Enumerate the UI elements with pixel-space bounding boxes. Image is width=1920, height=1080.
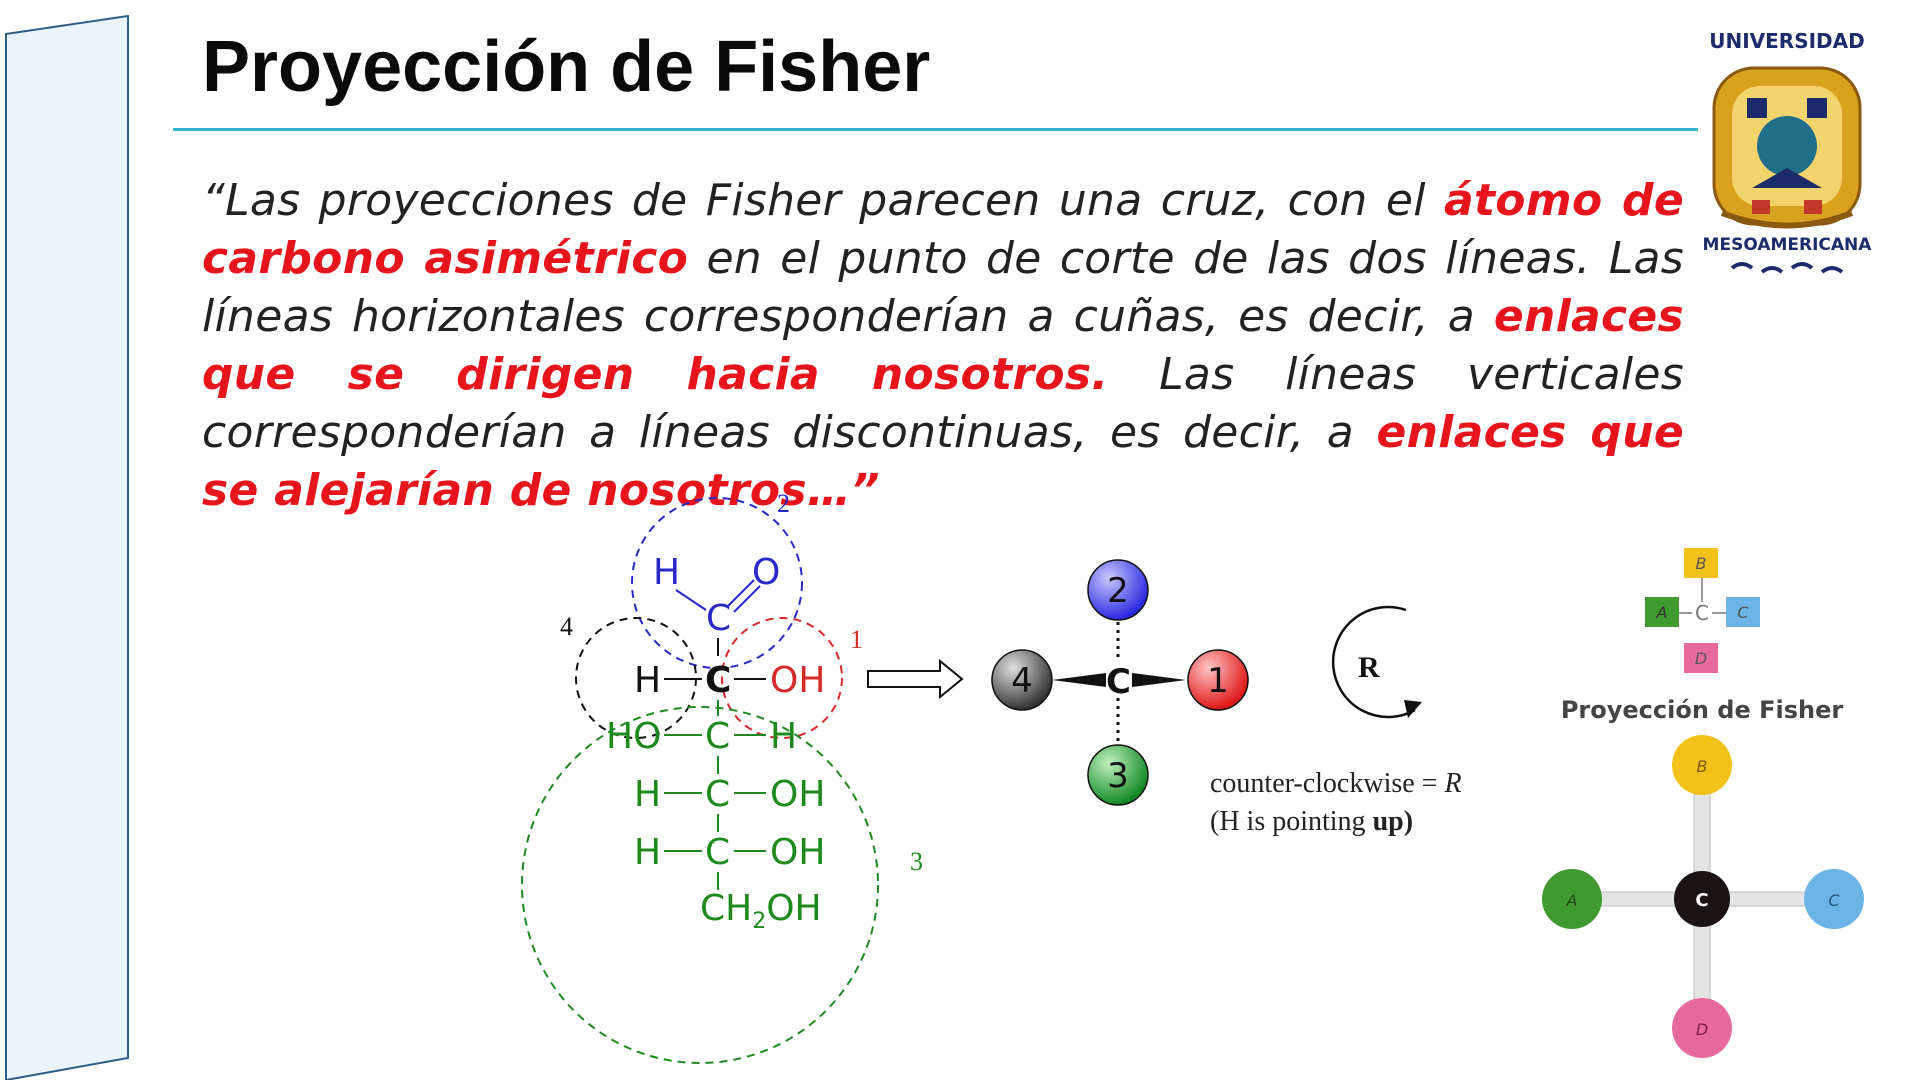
fisher-definition-quote: “Las proyecciones de Fisher parecen una … [202, 172, 1684, 520]
row1-right: H [770, 716, 797, 757]
bottom-ch2oh: CH2OH [700, 888, 822, 934]
left-decorative-panel [5, 14, 129, 1080]
rotation-indicator: R [1331, 605, 1422, 719]
priority-ball-3 [1087, 744, 1149, 806]
row2-left: H [634, 774, 661, 815]
row3-left: H [634, 832, 661, 873]
rotation-caption-line2: (H is pointing up) [1210, 806, 1413, 837]
glucose-fisher-projection: 2 1 4 3 H O C H C OH HO C H H C OH H C [521, 489, 923, 1064]
ball-center-c [1674, 871, 1730, 927]
group-circle-1 [721, 617, 843, 739]
quote-text-3: Las líneas verticales corresponderían a … [202, 349, 1684, 458]
group-circle-3 [521, 706, 879, 1064]
logo-top-text: UNIVERSIDAD [1709, 29, 1865, 53]
quote-text-2: en el punto de corte de las dos líneas. … [202, 233, 1684, 342]
priority-ball-4-label: 4 [1011, 661, 1033, 701]
row2-right: OH [770, 774, 825, 815]
quote-highlight-asymmetric-carbon: átomo de carbono asimétrico [202, 175, 1684, 284]
slide-title: Proyección de Fisher [202, 27, 931, 107]
row3-center: C [705, 832, 730, 873]
group-circle-2 [631, 497, 803, 669]
fisher-small-box-top [1684, 548, 1718, 578]
circle-label-4: 4 [560, 612, 573, 641]
circle-label-3: 3 [910, 847, 923, 876]
row1-center: C [705, 716, 730, 757]
row3-right: OH [770, 832, 825, 873]
circle-label-1: 1 [850, 625, 863, 654]
fisher-projection-small: B A C D C Proyección de Fisher [1561, 548, 1844, 724]
logo-footprints [1730, 262, 1844, 274]
logo-bottom-text: MESOAMERICANA [1703, 235, 1873, 255]
fisher-small-label-left: A [1656, 603, 1668, 622]
ball-top-label: B [1697, 757, 1708, 776]
title-underline [173, 128, 1698, 131]
ball-left-a [1542, 869, 1602, 929]
fisher-small-center: C [1695, 601, 1709, 625]
ball-bottom-d [1672, 998, 1732, 1058]
fisher-small-label-top: B [1696, 554, 1707, 573]
row1-left: HO [606, 716, 661, 757]
priority-ball-1-label: 1 [1207, 661, 1229, 701]
quote-highlight-bonds-toward: enlaces que se dirigen hacia nosotros. [202, 291, 1684, 400]
rotation-label-r: R [1358, 651, 1380, 684]
fisher-small-label-right: C [1737, 603, 1749, 622]
ball-bottom-label: D [1696, 1020, 1708, 1039]
aldehyde-c: C [706, 598, 731, 639]
row2-center: C [705, 774, 730, 815]
hollow-arrow [867, 658, 964, 700]
ball-center-label: C [1695, 890, 1708, 911]
chiral-right-oh: OH [770, 660, 825, 701]
chiral-left-h: H [634, 660, 661, 701]
chiral-center-c: C [705, 660, 731, 701]
fisher-small-box-bottom [1684, 643, 1718, 673]
ball-top-b [1672, 735, 1732, 795]
fisher-small-box-right [1726, 597, 1760, 627]
ball-right-c [1804, 869, 1864, 929]
priority-ball-2-label: 2 [1107, 571, 1129, 611]
fisher-small-caption: Proyección de Fisher [1561, 696, 1844, 724]
quote-highlight-bonds-away: enlaces que se alejarían de nosotros…” [202, 407, 1684, 516]
fisher-small-box-left [1645, 597, 1679, 627]
priority-ball-4 [991, 649, 1053, 711]
fisher-small-label-bottom: D [1695, 649, 1707, 668]
priority-ball-model: C 2 1 3 4 [991, 559, 1249, 806]
rotation-arrowhead [1404, 700, 1422, 718]
aldehyde-o: O [752, 552, 780, 593]
priority-ball-2 [1087, 559, 1149, 621]
ball-left-label: A [1566, 891, 1578, 910]
model-center-c: C [1106, 662, 1131, 702]
fisher-3d-model: B A C D C [1542, 735, 1864, 1058]
logo-emblem [1712, 66, 1862, 229]
priority-ball-1 [1187, 649, 1249, 711]
university-logo: UNIVERSIDAD MESOAMERICANA [1703, 29, 1873, 274]
circle-label-2: 2 [777, 489, 790, 518]
stereochemistry-diagram: 2 1 4 3 H O C H C OH HO C H H C OH H C [521, 489, 1864, 1064]
ball-right-label: C [1828, 891, 1840, 910]
priority-ball-3-label: 3 [1107, 756, 1129, 796]
aldehyde-h: H [653, 552, 680, 593]
rotation-caption-line1: counter-clockwise = R [1210, 768, 1462, 799]
quote-text-1: “Las proyecciones de Fisher parecen una … [202, 175, 1444, 226]
